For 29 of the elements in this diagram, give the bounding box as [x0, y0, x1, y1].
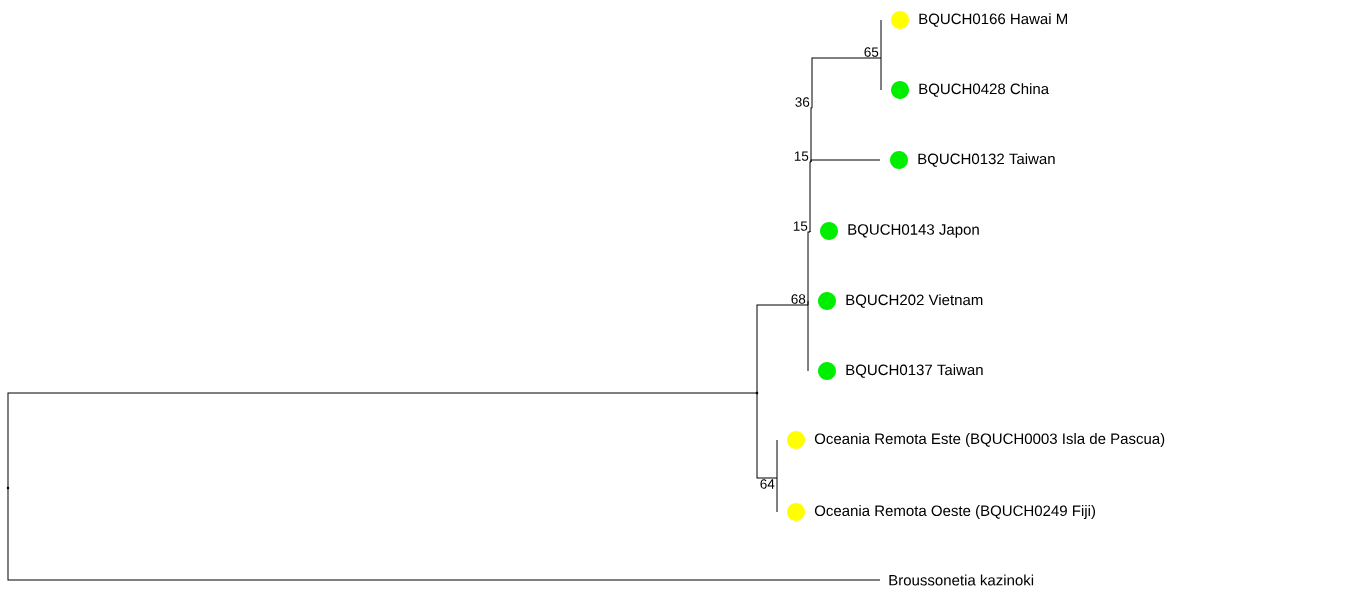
taxon-label: Broussonetia kazinoki: [889, 574, 1034, 586]
bootstrap-value: 68: [791, 294, 806, 304]
tree-branch: [809, 230, 811, 233]
tree-branch: [811, 57, 882, 109]
bootstrap-value: 64: [760, 479, 775, 489]
tree-branch: [807, 304, 809, 372]
bootstrap-value: 15: [793, 221, 808, 231]
tree-branch: [880, 57, 882, 91]
taxon-label: BQUCH0137 Taiwan: [846, 364, 983, 378]
tree-branch: [880, 19, 882, 59]
tree-branch: [809, 161, 812, 233]
tree-branch: [776, 439, 778, 479]
tree-branch: [810, 159, 881, 163]
bootstrap-value: 15: [794, 151, 809, 161]
tree-branch: [756, 304, 809, 394]
taxon-label: BQUCH0143 Japon: [848, 224, 979, 238]
tree-branch: [7, 487, 881, 581]
taxon-label: Oceania Remota Oeste (BQUCH0249 Fiji): [814, 505, 1095, 519]
tree-branch: [7, 392, 758, 489]
taxon-label: BQUCH202 Vietnam: [846, 294, 983, 308]
bootstrap-value: 65: [864, 47, 879, 57]
taxon-label: BQUCH0166 Hawai M: [919, 13, 1067, 27]
taxon-label: Oceania Remota Este (BQUCH0003 Isla de Pascua): [814, 433, 1165, 447]
bootstrap-value: 36: [795, 97, 810, 107]
tree-branch: [807, 300, 809, 306]
taxon-label: BQUCH0132 Taiwan: [918, 153, 1055, 167]
tree-branch: [776, 477, 778, 513]
taxon-label: BQUCH0428 China: [919, 83, 1050, 97]
tree-branch: [756, 392, 778, 479]
